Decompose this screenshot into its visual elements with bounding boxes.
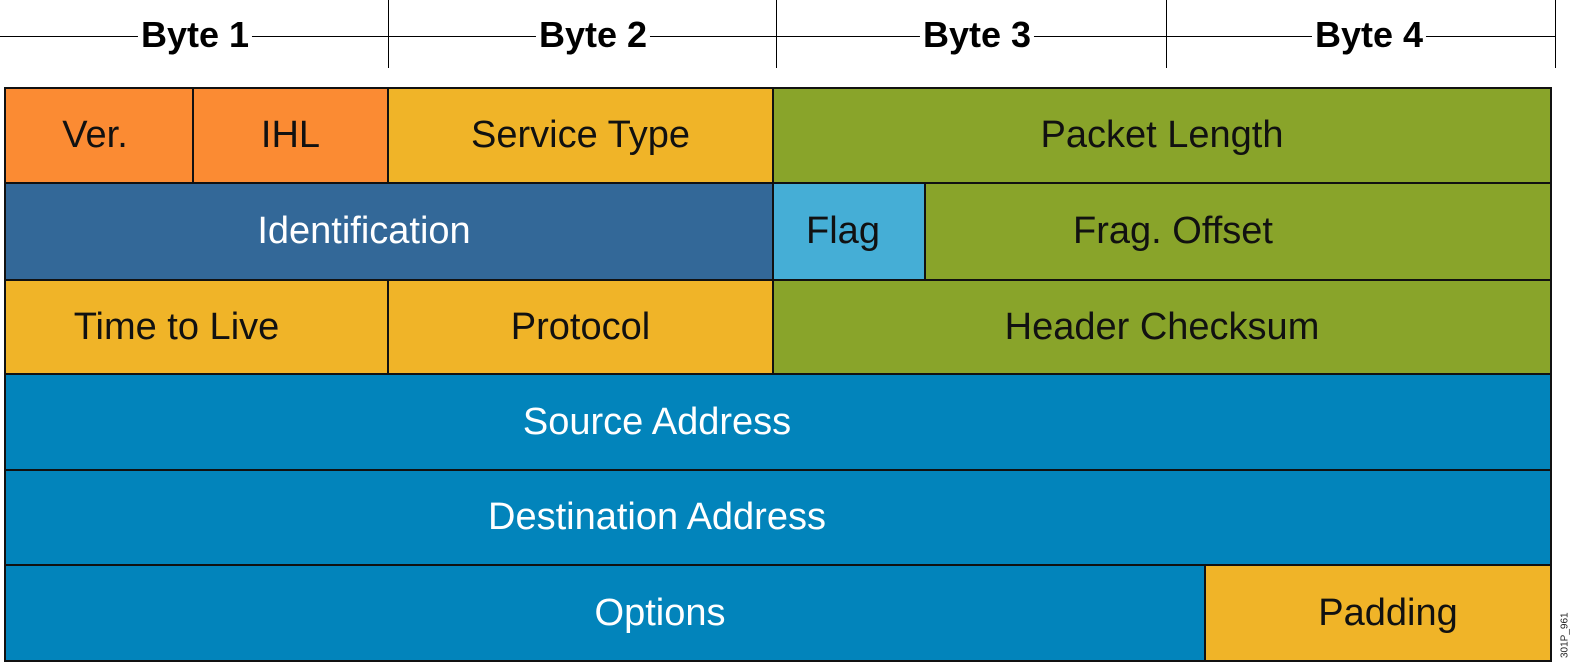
ip-header-diagram: Ver. IHL Service Type Packet Length Iden… [4,87,1552,662]
field-service-type: Service Type [387,87,774,184]
field-version: Ver. [4,87,194,184]
figure-id: 301P_961 [1552,610,1578,660]
field-packet-length-label: Packet Length [1040,114,1284,156]
field-frag-offset: Frag. Offset [924,182,1552,281]
byte-4-label: Byte 4 [1311,12,1427,58]
field-source-address-label: Source Address [522,400,792,443]
ruler-line [0,36,1556,37]
ruler-tick [1166,0,1167,68]
field-source-address: Source Address [4,373,1552,471]
field-header-checksum: Header Checksum [772,279,1552,375]
ruler-tick [1555,0,1556,68]
ruler-tick [388,0,389,68]
field-destination-address: Destination Address [4,469,1552,566]
byte-2-label: Byte 2 [535,12,651,58]
field-packet-length: Packet Length [772,87,1552,184]
field-ihl-label: IHL [260,114,321,156]
field-padding-label: Padding [1318,591,1458,634]
field-flag: Flag [772,182,926,281]
figure-id-label: 301P_961 [1559,612,1571,658]
byte-ruler: Byte 1 Byte 2 Byte 3 Byte 4 [0,0,1584,70]
field-protocol-label: Protocol [510,305,651,348]
field-destination-address-label: Destination Address [488,496,826,538]
byte-1-label: Byte 1 [137,12,253,58]
field-padding: Padding [1204,564,1552,662]
field-protocol: Protocol [387,279,774,375]
field-service-type-label: Service Type [471,114,690,156]
field-identification-label: Identification [257,210,471,252]
field-ihl: IHL [192,87,389,184]
field-version-label: Ver. [62,114,128,156]
field-frag-offset-label: Frag. Offset [1073,210,1273,252]
field-options-label: Options [594,591,726,634]
ruler-tick [776,0,777,68]
field-time-to-live-label: Time to Live [73,305,280,348]
field-flag-label: Flag [806,210,880,252]
field-options: Options [4,564,1206,662]
field-identification: Identification [4,182,774,281]
field-header-checksum-label: Header Checksum [1004,305,1320,348]
byte-3-label: Byte 3 [919,12,1035,58]
field-time-to-live: Time to Live [4,279,389,375]
